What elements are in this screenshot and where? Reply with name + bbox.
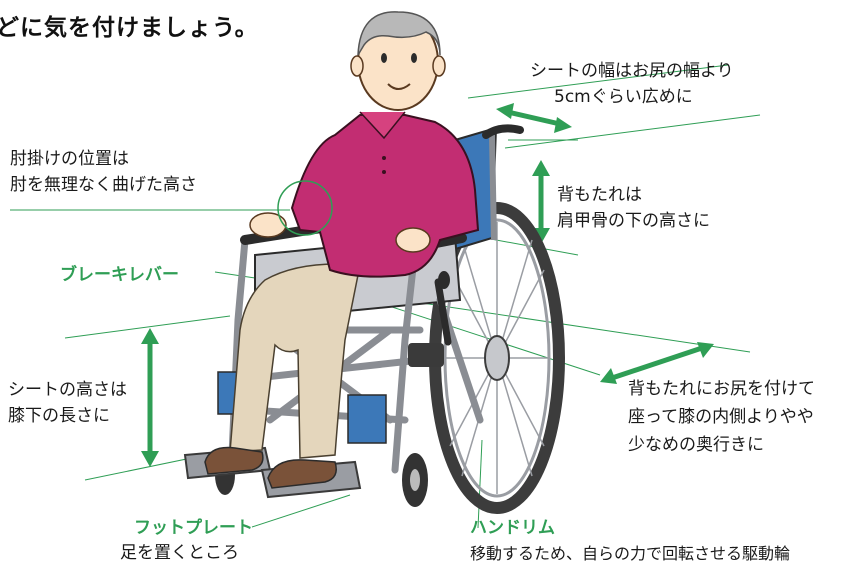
handrim-title: ハンドリム: [470, 518, 555, 538]
seat-height-guide-top: [64, 315, 231, 339]
seat-height-line2: 膝下の長さに: [8, 406, 110, 426]
push-handle: [482, 124, 524, 139]
backrest-line2: 肩甲骨の下の高さに: [557, 211, 710, 231]
depth-line2: 座って膝の内側よりやや: [628, 407, 814, 427]
seated-person: [204, 11, 480, 489]
depth-line1: 背もたれにお尻を付けて: [628, 379, 815, 399]
seat-width-line2: 5cmぐらい広めに: [554, 87, 693, 107]
seat-depth-arrow: [600, 342, 714, 384]
seat-height-arrow: [141, 328, 159, 467]
depth-line3: 少なめの奥行きに: [628, 435, 764, 455]
trousers: [229, 263, 361, 459]
seat-width-guide-bottom: [504, 114, 761, 149]
armrest-line2: 肘を無理なく曲げた高さ: [10, 175, 197, 195]
armrest-line1: 肘掛けの位置は: [10, 149, 129, 169]
seat-width-arrow: [496, 103, 572, 133]
hand-right: [395, 227, 431, 253]
handrim-leader: [477, 439, 483, 529]
brake-block: [408, 343, 444, 367]
seat-height-line1: シートの高さは: [8, 380, 127, 400]
seat-width-guide-top: [467, 64, 729, 99]
seat-width-line1: シートの幅はお尻の幅より: [530, 61, 734, 81]
page-heading: どに気を付けましょう。: [0, 15, 259, 41]
backrest-line1: 背もたれは: [557, 185, 642, 205]
measurement-arrows: [141, 103, 714, 467]
collar: [359, 111, 406, 140]
elbow-highlight-circle: [277, 180, 333, 236]
footplate-desc: 足を置くところ: [120, 543, 239, 563]
footplate-leader: [251, 494, 351, 528]
calf-strap-right: [347, 394, 387, 444]
shoe-left: [204, 446, 264, 475]
shoe-right: [267, 459, 337, 489]
brake-lever: [434, 278, 452, 346]
shirt: [290, 114, 480, 278]
hair: [357, 11, 441, 56]
footplate-title: フットプレート: [134, 518, 253, 538]
handrim-desc: 移動するため、自らの力で回転させる駆動輪: [470, 544, 791, 563]
hand-left: [249, 212, 287, 238]
brake-lever-label: ブレーキレバー: [60, 265, 179, 285]
